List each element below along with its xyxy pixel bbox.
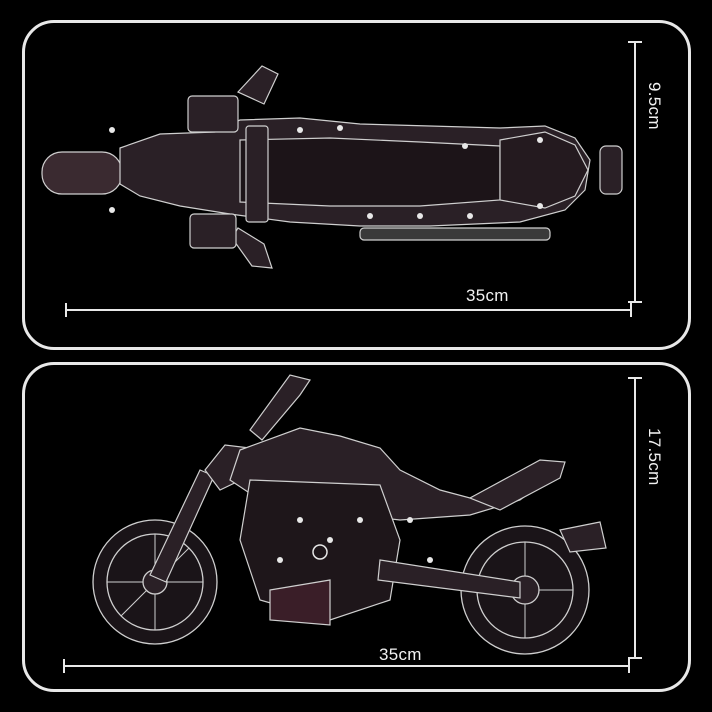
side-width-label: 35cm (379, 645, 422, 664)
side-height-label: 17.5cm (645, 428, 664, 486)
top-height-label: 9.5cm (645, 82, 664, 130)
engine-block (239, 479, 401, 621)
top-view-panel (22, 20, 691, 350)
top-width-label: 35cm (466, 286, 509, 305)
side-view-panel (22, 362, 691, 692)
